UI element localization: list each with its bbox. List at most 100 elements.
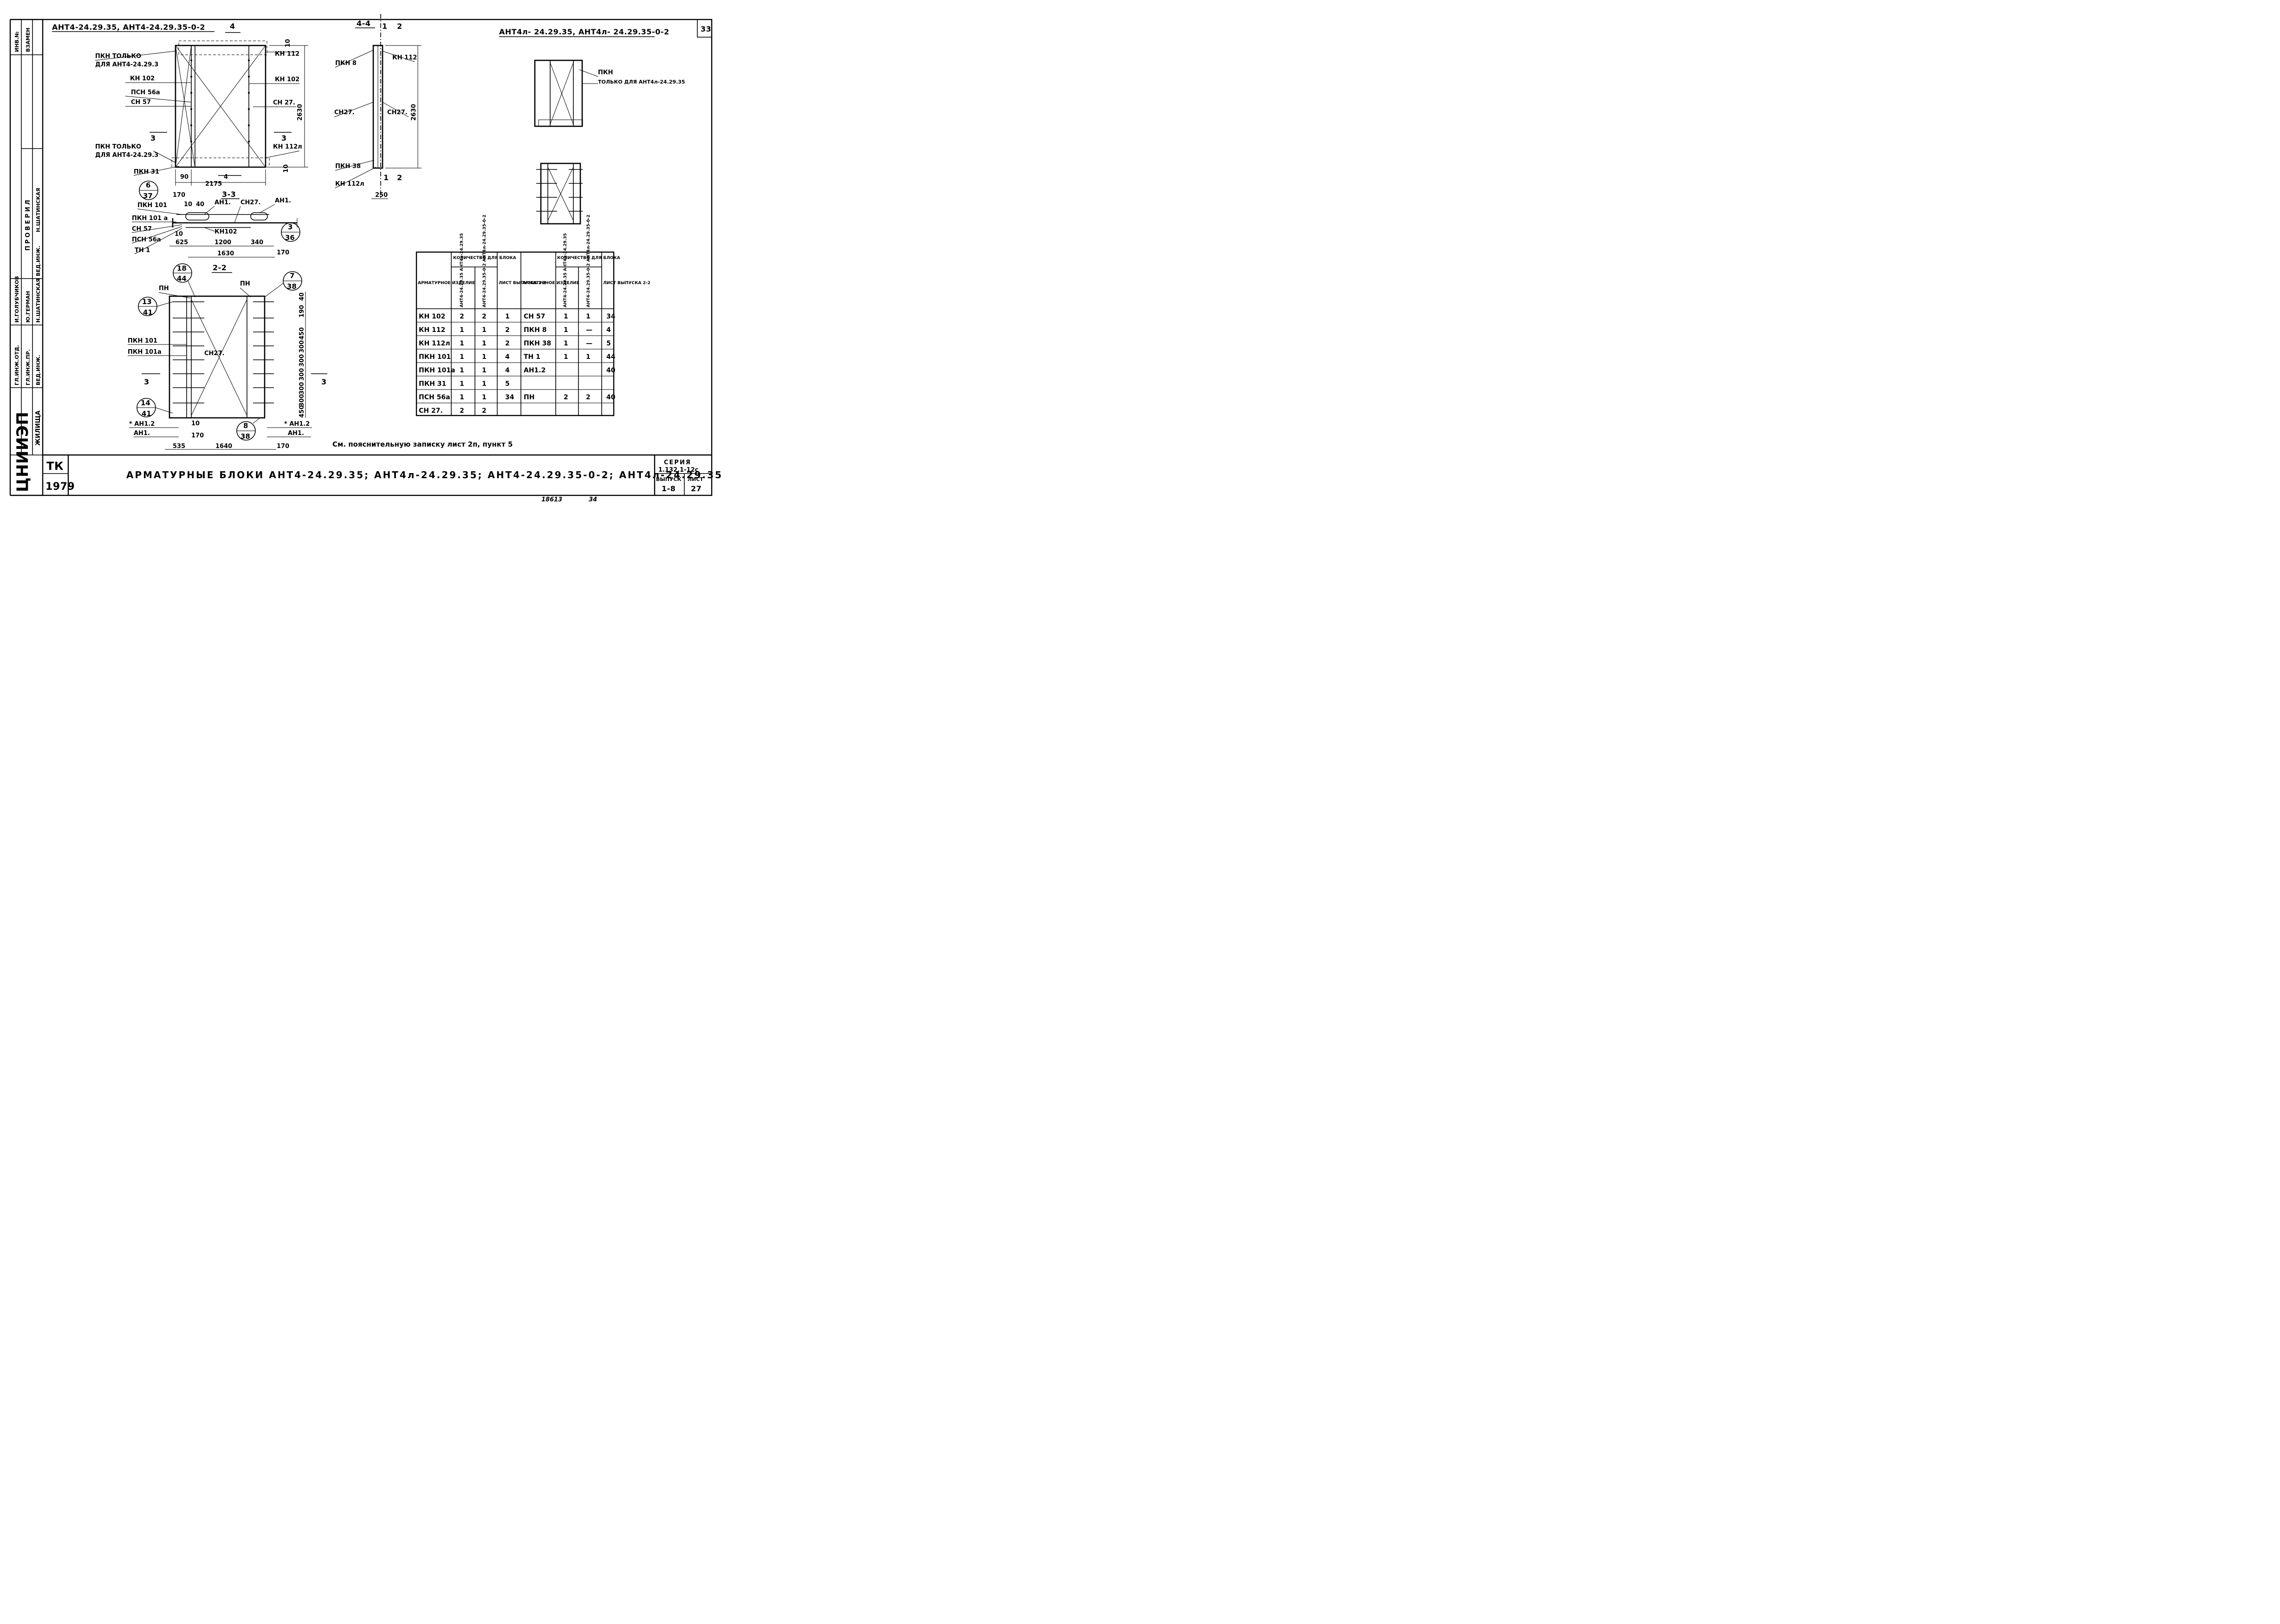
table-header-item-right: АРМАТУРНОЕ ИЗДЕЛИЕ <box>522 281 579 286</box>
section-22-title: 2-2 <box>213 263 227 272</box>
tag-13-bottom: 41 <box>143 308 153 317</box>
label-pkn101-22: ПКН 101 <box>128 338 157 344</box>
table-cell-r3-c5: 1 <box>564 353 568 361</box>
table-cell-r3-c2: 1 <box>482 353 487 361</box>
label-an1-a: АН1. <box>214 199 231 206</box>
ved-inzh-label: ВЕД.ИНЖ. <box>35 246 41 276</box>
dim-33-10a: 10 <box>184 201 192 208</box>
stirrup-marks <box>190 59 250 143</box>
table-cell-r4-c0: ПКН 101а <box>419 367 455 374</box>
tag-14-top: 14 <box>141 399 150 407</box>
right-views-title: АНТ4л- 24.29.35, АНТ4л- 24.29.35-0-2 <box>499 27 669 36</box>
label-an12-right: * АН1.2 <box>284 421 310 428</box>
seria-value: 1.132.1-12с <box>658 467 698 474</box>
table-header-sheet-left: ЛИСТ ВЫПУСКА 2-2 <box>499 281 546 286</box>
table-cell-r6-c5: 2 <box>564 394 568 401</box>
table-cell-r3-c3: 4 <box>505 353 510 361</box>
right-pkn-note: ТОЛЬКО ДЛЯ АНТ4л-24.29.35 <box>598 79 685 85</box>
table-cell-r2-c5: 1 <box>564 340 568 347</box>
dim-33-10b: 10 <box>175 231 183 238</box>
dim-height-2630: 2630 <box>297 104 304 121</box>
label-psn56a: ПСН 56а <box>131 89 160 96</box>
table-cell-r6-c7: 40 <box>606 394 616 401</box>
tag-6-top: 6 <box>146 181 150 189</box>
table-cell-r3-c7: 44 <box>606 353 616 361</box>
archive-number: 18613 <box>541 496 562 503</box>
sheet-frame <box>9 19 713 496</box>
table-header-sheet-right: ЛИСТ ВЫПУСКА 2-2 <box>603 281 650 286</box>
dim-22-535: 535 <box>173 443 185 450</box>
table-cell-r6-c1: 1 <box>460 394 464 401</box>
table-cell-r1-c3: 2 <box>505 326 510 334</box>
label-sn57-33: СН 57 <box>132 226 152 233</box>
label-dlya-1: ДЛЯ АНТ4-24.29.3 <box>95 61 158 68</box>
provereno-label: ПРОВЕРИЛ <box>25 198 32 251</box>
table-cell-r4-c3: 4 <box>505 367 510 374</box>
table-header-col-b-left: АНТ4-24.29.35-0-2 АНТ4л-24.29.35-0-2 <box>482 214 487 307</box>
dim-33-1630: 1630 <box>217 250 234 257</box>
dim-33-40: 40 <box>196 201 204 208</box>
label-pkn38: ПКН 38 <box>335 163 361 170</box>
table-cell-r0-c5: 1 <box>564 313 568 320</box>
dim-33-170b: 170 <box>277 249 289 256</box>
table-header-qty-right: КОЛИЧЕСТВО ДЛЯ БЛОКА <box>557 256 620 260</box>
zamen-label: ВЗАМЕН <box>25 28 31 52</box>
drawing-title: АРМАТУРНЫЕ БЛОКИ АНТ4-24.29.35; АНТ4л-24… <box>126 469 721 481</box>
label-pn-right: ПН <box>240 280 250 287</box>
tag-18-bottom: 44 <box>177 274 187 283</box>
table-text: АРМАТУРНОЕ ИЗДЕЛИЕ КОЛИЧЕСТВО ДЛЯ БЛОКА АН… <box>418 214 650 415</box>
label-kn112l-44: КН 112л <box>335 181 364 188</box>
tag-6-bottom: 37 <box>143 192 153 200</box>
dim-44-width: 250 <box>375 192 388 199</box>
table-cell-r0-c2: 2 <box>482 313 487 320</box>
table-cell-r6-c3: 34 <box>505 394 514 401</box>
dim-left-90: 90 <box>180 174 188 181</box>
section-4-4: 4-4 ПКН 8 КН 112 СН27. СН27. ПКН 38 КН 1… <box>334 14 422 200</box>
label-pkn31: ПКН 31 <box>134 169 159 175</box>
dim-33-340: 340 <box>251 239 263 246</box>
right-views: ПКН ТОЛЬКО ДЛЯ АНТ4л-24.29.35 <box>534 59 685 225</box>
table-cell-r6-c4: ПН <box>524 394 534 401</box>
table-cell-r1-c2: 1 <box>482 326 487 334</box>
tag-7-top: 7 <box>290 272 294 280</box>
cut-3-right-22: 3 <box>321 377 327 386</box>
label-an1-left: АН1. <box>134 430 150 437</box>
dim-22-r1: 190 <box>299 305 305 318</box>
table-cell-r1-c7: 4 <box>606 326 611 334</box>
dim-22-r7: 300 <box>299 394 305 407</box>
tk-mark: ТК <box>46 460 64 473</box>
table-cell-r1-c6: — <box>586 326 592 334</box>
cut-2-bottom: 2 <box>397 173 403 182</box>
table-cell-r5-c3: 5 <box>505 380 510 388</box>
tag-13-top: 13 <box>142 298 152 306</box>
label-sn57: СН 57 <box>131 99 151 106</box>
dim-22-170b: 170 <box>191 432 204 439</box>
dim-22-r0: 40 <box>299 292 305 301</box>
title-block: ТК 1979 АРМАТУРНЫЕ БЛОКИ АНТ4-24.29.35; … <box>43 454 721 495</box>
label-kn112l: КН 112л <box>273 143 302 150</box>
label-pkn-tolko-1: ПКН ТОЛЬКО <box>95 53 141 60</box>
sheet-number: 33 <box>701 25 711 33</box>
specification-table <box>416 251 615 416</box>
cut-2-top: 2 <box>397 22 403 31</box>
section-44-title: 4-4 <box>357 19 370 28</box>
table-cell-r1-c5: 1 <box>564 326 568 334</box>
role-gl-inzh-pr: ГЛ.ИНЖ.ПР. <box>25 349 31 385</box>
label-kn102-right: КН 102 <box>275 76 299 83</box>
table-cell-r6-c2: 1 <box>482 394 487 401</box>
dim-22-r2: 450 <box>299 327 305 340</box>
horizontal-bars <box>173 301 274 403</box>
table-cell-r7-c2: 2 <box>482 407 487 415</box>
dim-22-1640: 1640 <box>215 443 232 450</box>
table-cell-r2-c0: КН 112л <box>419 340 450 347</box>
table-cell-r7-c0: СН 27. <box>419 407 443 415</box>
table-cell-r4-c4: АН1.2 <box>524 367 546 374</box>
dim-top-10: 10 <box>285 39 292 47</box>
tag-18-top: 18 <box>177 264 187 273</box>
label-an1-b: АН1. <box>275 197 291 204</box>
label-an12-left: * АН1.2 <box>129 421 155 428</box>
institute-logo: ЦНИИЭП <box>13 412 32 492</box>
vypusk-value: 1-8 <box>662 484 676 493</box>
label-tn1-33: ТН 1 <box>135 247 150 254</box>
tag-7-bottom: 38 <box>287 282 297 291</box>
